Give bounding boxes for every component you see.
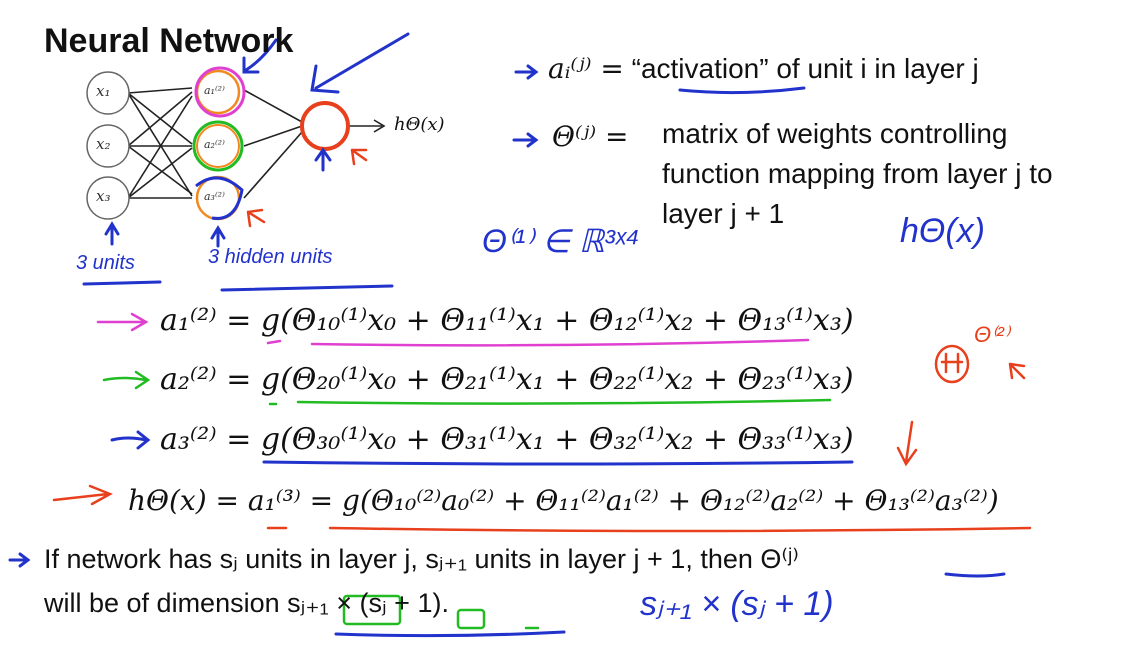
input-nodes bbox=[86, 71, 130, 220]
equation-a1: a₁⁽²⁾ = g(Θ₁₀⁽¹⁾x₀ + Θ₁₁⁽¹⁾x₁ + Θ₁₂⁽¹⁾x₂… bbox=[160, 303, 854, 338]
handwritten-dimension: sⱼ₊₁ × (sⱼ + 1) bbox=[640, 585, 834, 623]
hidden-label-1: a₁⁽²⁾ bbox=[204, 84, 225, 97]
equation-a3: a₃⁽²⁾ = g(Θ₃₀⁽¹⁾x₀ + Θ₃₁⁽¹⁾x₁ + Θ₃₂⁽¹⁾x₂… bbox=[160, 422, 854, 457]
input-label-2: x₂ bbox=[96, 135, 111, 153]
handwritten-hidden-units: 3 hidden units bbox=[208, 246, 333, 268]
bottom-statement-line-1: If network has sⱼ units in layer j, sⱼ₊₁… bbox=[44, 544, 799, 574]
definition-activation: aᵢ⁽ʲ⁾ = “activation” of unit i in layer … bbox=[548, 52, 979, 85]
definition-activation-symbol: aᵢ⁽ʲ⁾ = bbox=[548, 52, 624, 85]
handwritten-theta2: Θ⁽²⁾ bbox=[974, 322, 1010, 347]
output-node bbox=[300, 101, 350, 151]
slide-title: Neural Network bbox=[44, 22, 294, 60]
blue-ink-marks bbox=[8, 32, 1006, 638]
input-node-1 bbox=[86, 71, 130, 115]
equation-h-theta: hΘ(x) = a₁⁽³⁾ = g(Θ₁₀⁽²⁾a₀⁽²⁾ + Θ₁₁⁽²⁾a₁… bbox=[128, 484, 999, 517]
input-node-2 bbox=[86, 124, 130, 168]
definition-theta-line-2: function mapping from layer j to bbox=[662, 158, 1053, 189]
hidden-node-2 bbox=[192, 120, 244, 172]
handwritten-theta-dimension: Θ⁽¹⁾ ∈ ℝ³ˣ⁴ bbox=[482, 223, 640, 259]
handwritten-input-units: 3 units bbox=[76, 252, 135, 274]
network-edges bbox=[127, 87, 386, 199]
red-ink-marks bbox=[52, 148, 1032, 533]
definition-theta-symbol: Θ⁽ʲ⁾ = bbox=[552, 120, 629, 153]
handwritten-h-theta: hΘ(x) bbox=[900, 212, 985, 250]
hidden-label-3: a₃⁽²⁾ bbox=[204, 190, 225, 203]
bottom-statement-line-2: will be of dimension sⱼ₊₁ × (sⱼ + 1). bbox=[44, 588, 449, 618]
definition-theta-line-3: layer j + 1 bbox=[662, 198, 785, 229]
input-label-1: x₁ bbox=[96, 82, 111, 100]
equation-a2: a₂⁽²⁾ = g(Θ₂₀⁽¹⁾x₀ + Θ₂₁⁽¹⁾x₁ + Θ₂₂⁽¹⁾x₂… bbox=[160, 362, 854, 397]
green-ink-marks bbox=[102, 370, 832, 630]
definition-theta-line-1: matrix of weights controlling bbox=[662, 118, 1008, 149]
input-label-3: x₃ bbox=[96, 187, 111, 205]
output-label: hΘ(x) bbox=[394, 114, 445, 135]
definition-activation-text: “activation” of unit i in layer j bbox=[631, 53, 979, 84]
hidden-nodes bbox=[192, 66, 246, 221]
pink-ink-marks bbox=[96, 312, 810, 347]
hidden-label-2: a₂⁽²⁾ bbox=[204, 138, 225, 151]
input-node-3 bbox=[86, 176, 130, 220]
